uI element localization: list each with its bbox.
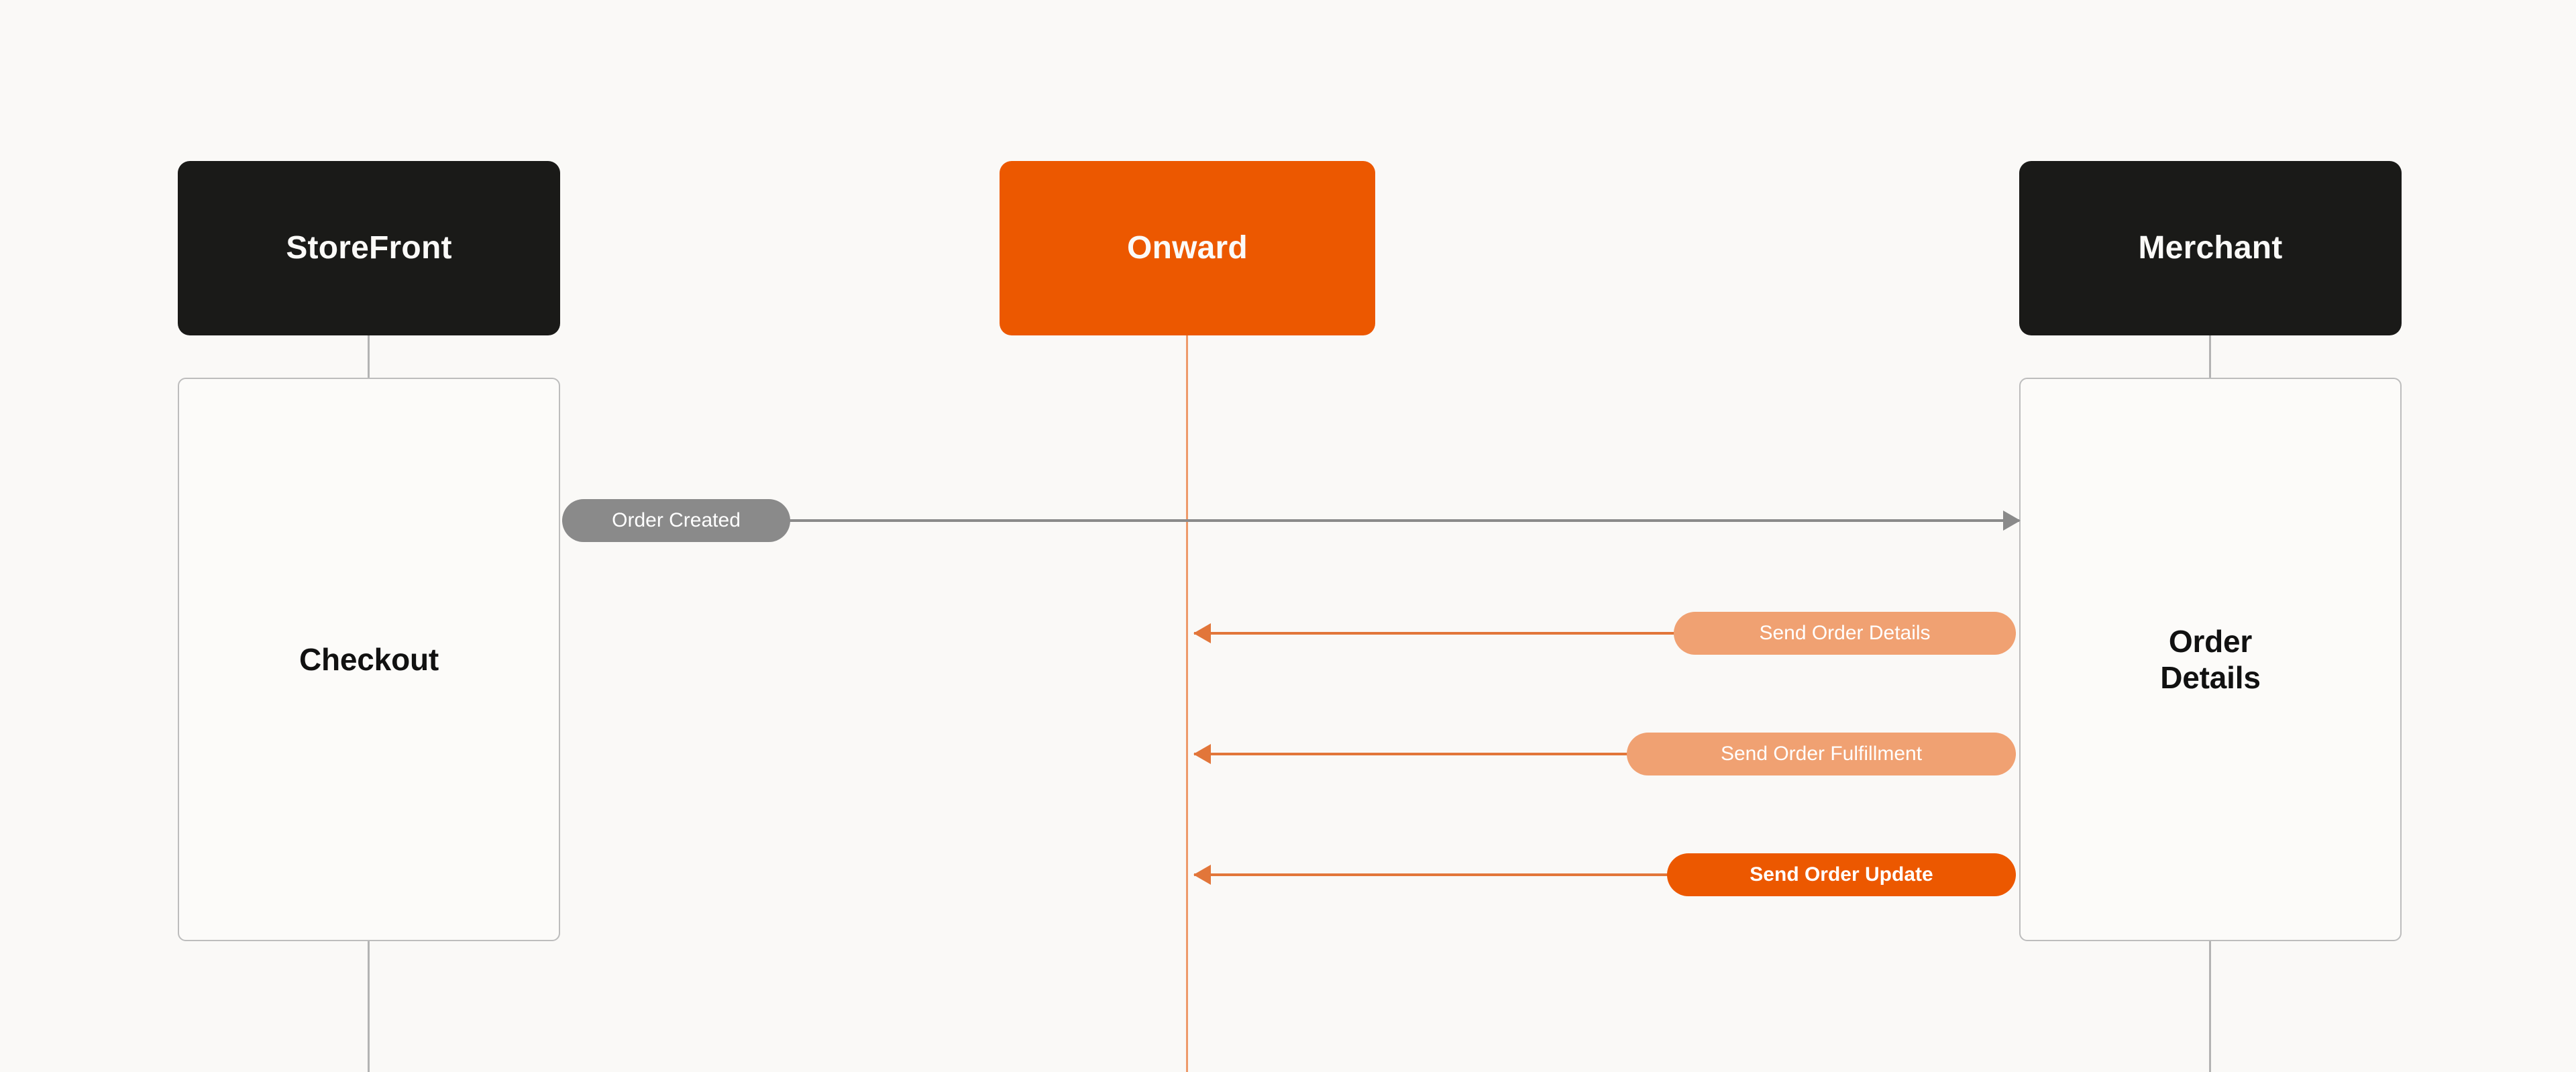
arrowhead-left-send-order-update — [1193, 865, 1211, 885]
participant-onward[interactable]: Onward — [1000, 161, 1375, 335]
participant-label-merchant: Merchant — [2138, 229, 2283, 266]
message-pill-order-created[interactable]: Order Created — [562, 499, 790, 542]
participant-label-onward: Onward — [1127, 229, 1248, 266]
participant-storefront[interactable]: StoreFront — [178, 161, 560, 335]
message-line-send-order-update — [1194, 873, 2016, 876]
lifeline-onward — [1186, 335, 1188, 1072]
message-label-send-order-update: Send Order Update — [1750, 863, 1933, 886]
activation-label-checkout: Checkout — [299, 641, 439, 677]
message-line-send-order-details — [1194, 632, 2016, 635]
arrowhead-left-send-order-fulfillment — [1193, 744, 1211, 764]
activation-label-order-details: Order Details — [2160, 623, 2261, 695]
message-label-send-order-fulfillment: Send Order Fulfillment — [1720, 743, 1923, 765]
arrowhead-left-send-order-details — [1193, 623, 1211, 643]
participant-merchant[interactable]: Merchant — [2019, 161, 2402, 335]
message-line-send-order-fulfillment — [1194, 753, 2016, 755]
message-pill-send-order-fulfillment[interactable]: Send Order Fulfillment — [1627, 733, 2016, 775]
activation-checkout[interactable]: Checkout — [178, 378, 560, 941]
arrowhead-right-order-created — [2003, 511, 2021, 531]
participant-label-storefront: StoreFront — [286, 229, 452, 266]
message-pill-send-order-update[interactable]: Send Order Update — [1667, 853, 2016, 896]
message-label-order-created: Order Created — [612, 509, 741, 531]
activation-order-details[interactable]: Order Details — [2019, 378, 2402, 941]
message-pill-send-order-details[interactable]: Send Order Details — [1674, 612, 2016, 655]
message-label-send-order-details: Send Order Details — [1759, 622, 1931, 644]
message-line-order-created — [562, 519, 2019, 522]
